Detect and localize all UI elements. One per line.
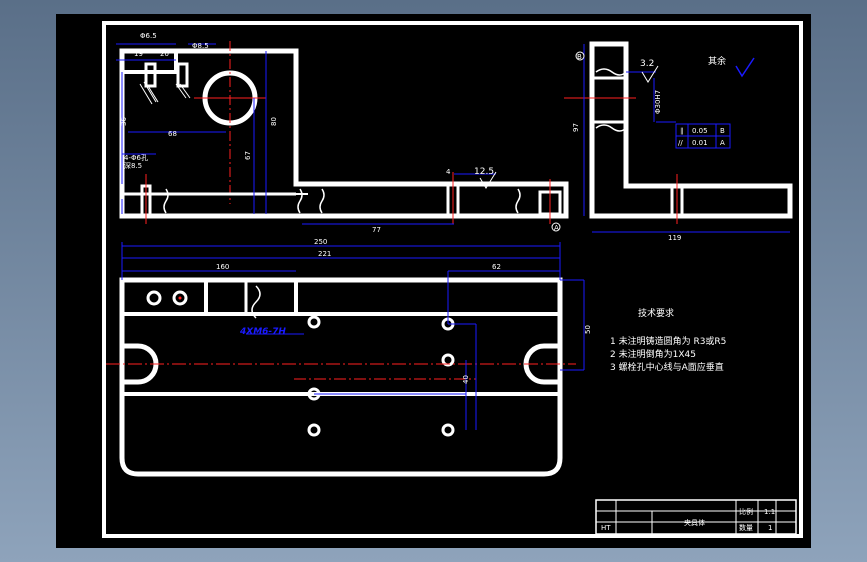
side-dim-fit: Φ30H7 [654, 90, 662, 114]
break-line-3 [515, 188, 521, 214]
side-view-dimensions [583, 44, 790, 233]
top-hole-left [144, 62, 157, 88]
datum-a-label: A [554, 224, 559, 232]
top-dim-m6: 4XM6-7H [239, 327, 286, 337]
threaded-holes [307, 315, 455, 437]
side-view: 97 119 Φ30H7 ∥ 0.05 B // 0.01 A B 3.2 其余 [564, 41, 793, 242]
dim-w19: 19 [134, 50, 143, 58]
top-hole-a [146, 290, 162, 306]
top-dim-w62: 62 [492, 263, 501, 271]
title-block-scale-label: 比例 [739, 507, 753, 516]
tol-ref-2: A [720, 139, 725, 147]
top-dim-w250: 250 [314, 238, 327, 246]
dim-holes-note: 4-Φ6孔 [124, 154, 148, 162]
side-dim-h97: 97 [572, 123, 580, 132]
section-hatch-top [139, 81, 191, 105]
engineering-drawing: Φ6.5 Φ8.5 19 20 36 68 80 67 77 4-Φ6孔 深8.… [102, 21, 803, 538]
sheet-border [102, 21, 803, 538]
notes-title: 技术要求 [638, 307, 674, 319]
break-line-1 [297, 188, 303, 214]
title-block: 夹具体 HT 比例 1:1 数量 1 [595, 499, 797, 535]
side-view-outline [589, 41, 793, 219]
front-view-inner-step [122, 51, 178, 74]
datum-b-label: B [577, 53, 582, 61]
dim-top-d1: Φ6.5 [140, 32, 157, 40]
top-dim-h50: 50 [584, 325, 592, 334]
top-dim-w221: 221 [318, 250, 331, 258]
break-line-4 [163, 188, 169, 214]
front-view: Φ6.5 Φ8.5 19 20 36 68 80 67 77 4-Φ6孔 深8.… [116, 32, 569, 234]
top-hole-b-center [178, 296, 182, 300]
notes-item-3: 3 螺栓孔中心线与A面应垂直 [610, 361, 724, 373]
technical-notes: 技术要求 1 未注明铸造圆角为 R3或R5 2 未注明倒角为1X45 3 螺栓孔… [610, 307, 726, 373]
roughness-symbol-side [641, 65, 659, 83]
roughness-value-side: 3.2 [640, 59, 654, 69]
top-dim-vert: 40 [462, 375, 470, 384]
tol-ref-1: B [720, 127, 725, 135]
remaining-roughness-symbol [735, 57, 755, 78]
datum-b-marker [575, 51, 585, 61]
side-dim-w119: 119 [668, 234, 681, 242]
dim-h67: 67 [244, 151, 252, 160]
tol-val-1: 0.05 [692, 127, 708, 135]
side-break-top [595, 68, 627, 76]
tol-sym-1: ∥ [680, 127, 684, 135]
dim-four: 4 [446, 168, 451, 176]
dim-depth-note: 深8.5 [124, 161, 142, 170]
notes-item-2: 2 未注明倒角为1X45 [610, 348, 696, 360]
title-block-qty: 1 [768, 524, 772, 532]
dim-w68: 68 [168, 130, 177, 138]
dim-w20: 20 [160, 50, 169, 58]
title-block-name: 夹具体 [684, 518, 705, 527]
tol-sym-2: // [678, 139, 683, 147]
cad-viewport[interactable]: Φ6.5 Φ8.5 19 20 36 68 80 67 77 4-Φ6孔 深8.… [56, 14, 811, 548]
remaining-roughness-label: 其余 [708, 55, 726, 67]
top-break-line [251, 285, 261, 319]
front-view-outline [119, 48, 569, 219]
top-view-outline [119, 277, 563, 477]
top-hole-right [176, 62, 189, 88]
side-bore [590, 76, 628, 124]
break-line-2 [319, 188, 325, 214]
top-view-rib [204, 278, 298, 316]
top-view-dimensions [121, 242, 585, 430]
top-view: 250 221 160 62 50 40 4XM6-7H [106, 238, 592, 477]
notes-item-1: 1 未注明铸造圆角为 R3或R5 [610, 335, 726, 347]
dim-h80: 80 [270, 117, 278, 126]
tol-val-2: 0.01 [692, 139, 708, 147]
dim-top-d2: Φ8.5 [192, 42, 209, 50]
datum-a-marker [551, 222, 561, 232]
side-break-bot [595, 124, 627, 132]
dim-h36: 36 [120, 117, 128, 126]
title-block-material: HT [601, 524, 611, 532]
dim-w77: 77 [372, 226, 381, 234]
title-block-qty-label: 数量 [739, 523, 753, 532]
title-block-scale: 1:1 [764, 508, 775, 516]
top-dim-w160: 160 [216, 263, 229, 271]
roughness-symbol-front [479, 171, 497, 189]
front-view-dimensions [116, 43, 496, 225]
roughness-value-front: 12.5 [474, 167, 494, 177]
top-hole-b [172, 290, 188, 306]
